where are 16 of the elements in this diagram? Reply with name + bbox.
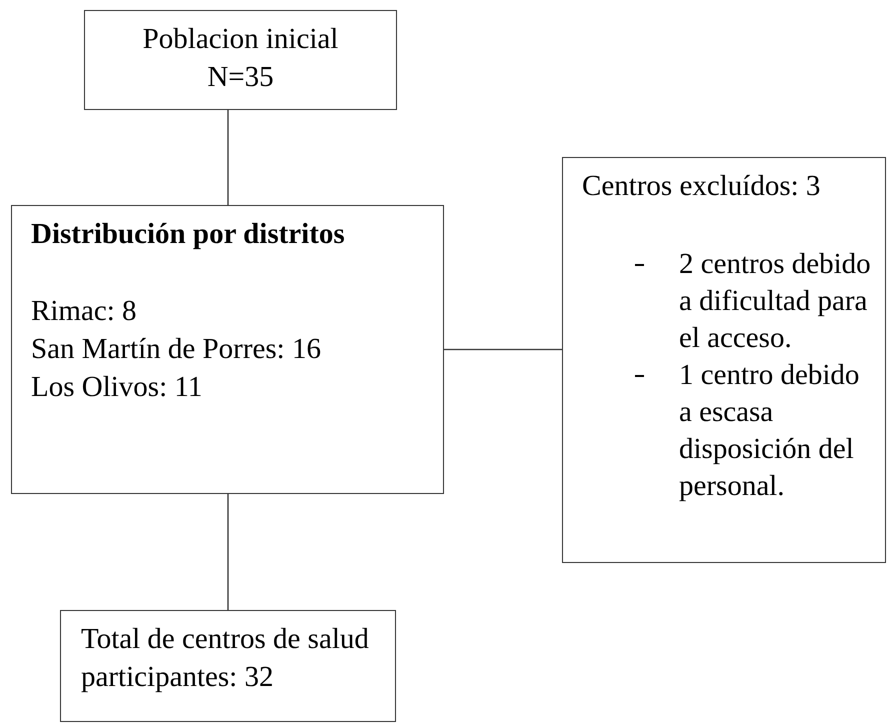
process-box bbox=[562, 157, 886, 563]
bullet-text: 2 centros debido a dificultad para el acceso. bbox=[679, 247, 872, 356]
box-text: Poblacion inicial N=35 bbox=[142, 22, 340, 95]
box-heading: Distribución por distritos bbox=[31, 217, 345, 252]
process-box bbox=[60, 610, 396, 722]
process-box bbox=[11, 205, 444, 494]
list-line: San Martín de Porres: 16 bbox=[31, 332, 321, 367]
process-box bbox=[84, 10, 397, 110]
connector-line bbox=[227, 494, 229, 610]
list-line: Los Olivos: 11 bbox=[31, 370, 202, 405]
bullet-text: 1 centro debido a escasa disposición del personal. bbox=[679, 358, 860, 504]
box-text: Total de centros de salud participantes: 32 bbox=[81, 622, 370, 695]
connector-line bbox=[444, 348, 562, 350]
list-line: Rimac: 8 bbox=[31, 294, 137, 329]
box-heading: Centros excluídos: 3 bbox=[582, 169, 820, 204]
connector-line bbox=[227, 110, 229, 205]
